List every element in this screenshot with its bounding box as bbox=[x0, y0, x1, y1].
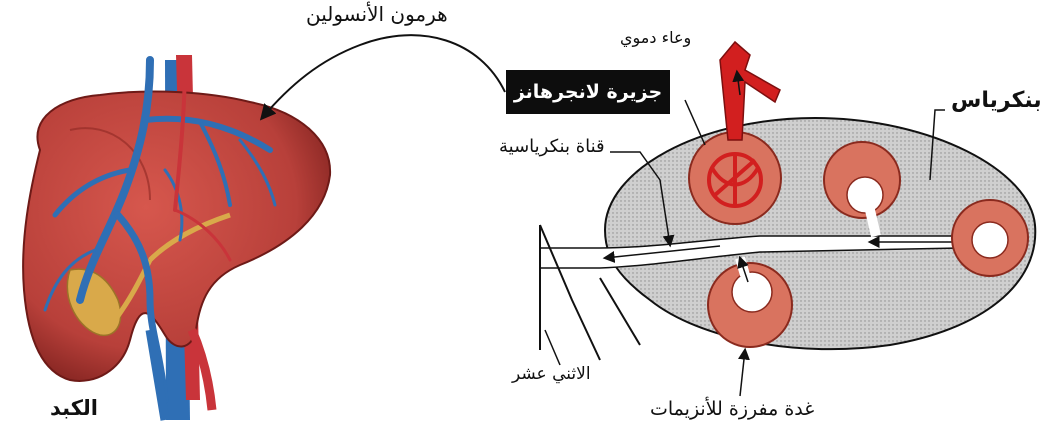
gland-leader bbox=[740, 350, 745, 396]
liver-label: الكبد bbox=[50, 396, 98, 420]
pancreas-label: بنكرياس bbox=[951, 88, 1042, 113]
acinus-gland bbox=[952, 200, 1028, 276]
blood-vessel-label: وعاء دموي bbox=[620, 28, 691, 47]
exocrine-gland-label: غدة مفرزة للأنزيمات bbox=[650, 398, 814, 420]
duodenum-label: الاثني عشر bbox=[512, 364, 591, 384]
duodenum-leader bbox=[545, 330, 560, 365]
liver-body bbox=[23, 91, 330, 380]
pancreatic-duct-label: قناة بنكرياسية bbox=[499, 136, 605, 157]
insulin-hormone-label: هرمون الأنسولين bbox=[306, 2, 448, 26]
liver-illustration bbox=[23, 55, 330, 420]
insulin-arrow bbox=[262, 35, 505, 118]
islet-of-langerhans-label: جزيرة لانجرهانز bbox=[506, 70, 670, 114]
